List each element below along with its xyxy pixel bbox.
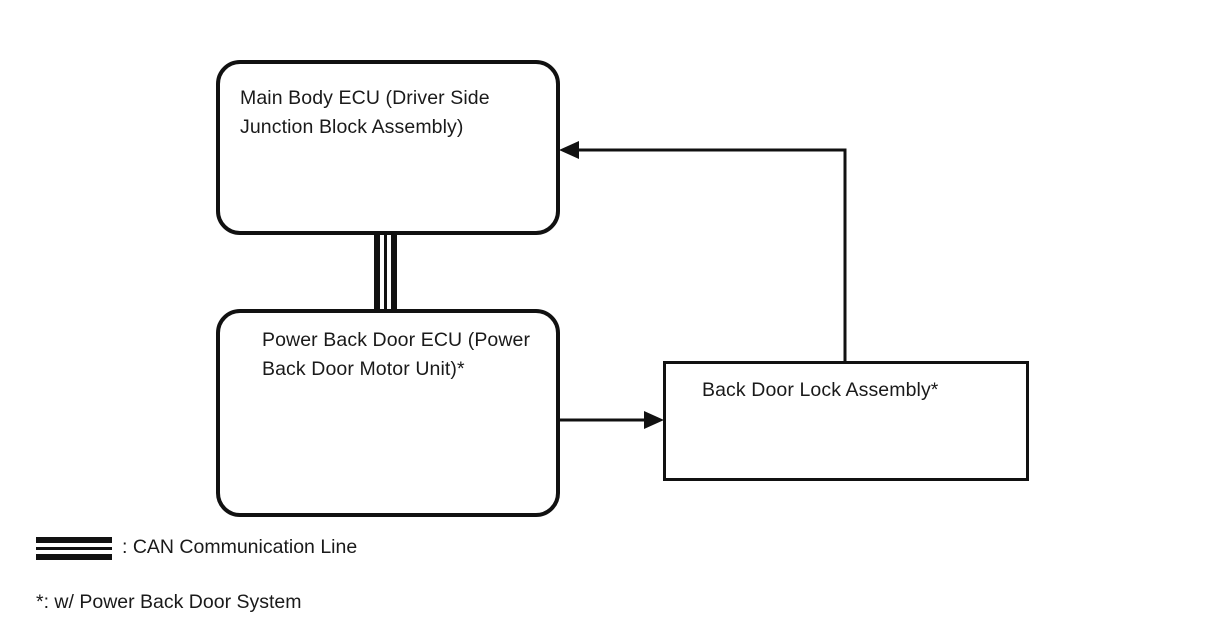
connector-pbd-ecu-to-lock <box>560 411 664 429</box>
can-legend-bar-middle <box>36 547 112 550</box>
legend-can-row: : CAN Communication Line <box>36 531 736 567</box>
node-main-body-ecu-label: Main Body ECU (Driver Side Junction Bloc… <box>240 87 490 138</box>
can-communication-line-icon <box>36 537 112 561</box>
node-back-door-lock-assembly: Back Door Lock Assembly* <box>663 361 1029 481</box>
can-communication-line-connector <box>374 233 397 312</box>
legend: : CAN Communication Line *: w/ Power Bac… <box>36 531 736 613</box>
can-bar-center <box>384 233 387 312</box>
can-legend-bar-top <box>36 537 112 543</box>
can-bar-outer-left <box>374 233 380 312</box>
legend-footnote: *: w/ Power Back Door System <box>36 591 302 613</box>
node-main-body-ecu: Main Body ECU (Driver Side Junction Bloc… <box>216 60 560 235</box>
node-back-door-lock-assembly-label: Back Door Lock Assembly* <box>702 379 939 401</box>
legend-can-label: : CAN Communication Line <box>122 536 358 558</box>
node-power-back-door-ecu-label: Power Back Door ECU (Power Back Door Mot… <box>262 329 531 380</box>
node-power-back-door-ecu: Power Back Door ECU (Power Back Door Mot… <box>216 309 560 517</box>
connector-lock-to-main-body-ecu <box>559 141 847 361</box>
can-bar-outer-right <box>391 233 397 312</box>
can-legend-bar-bottom <box>36 554 112 560</box>
